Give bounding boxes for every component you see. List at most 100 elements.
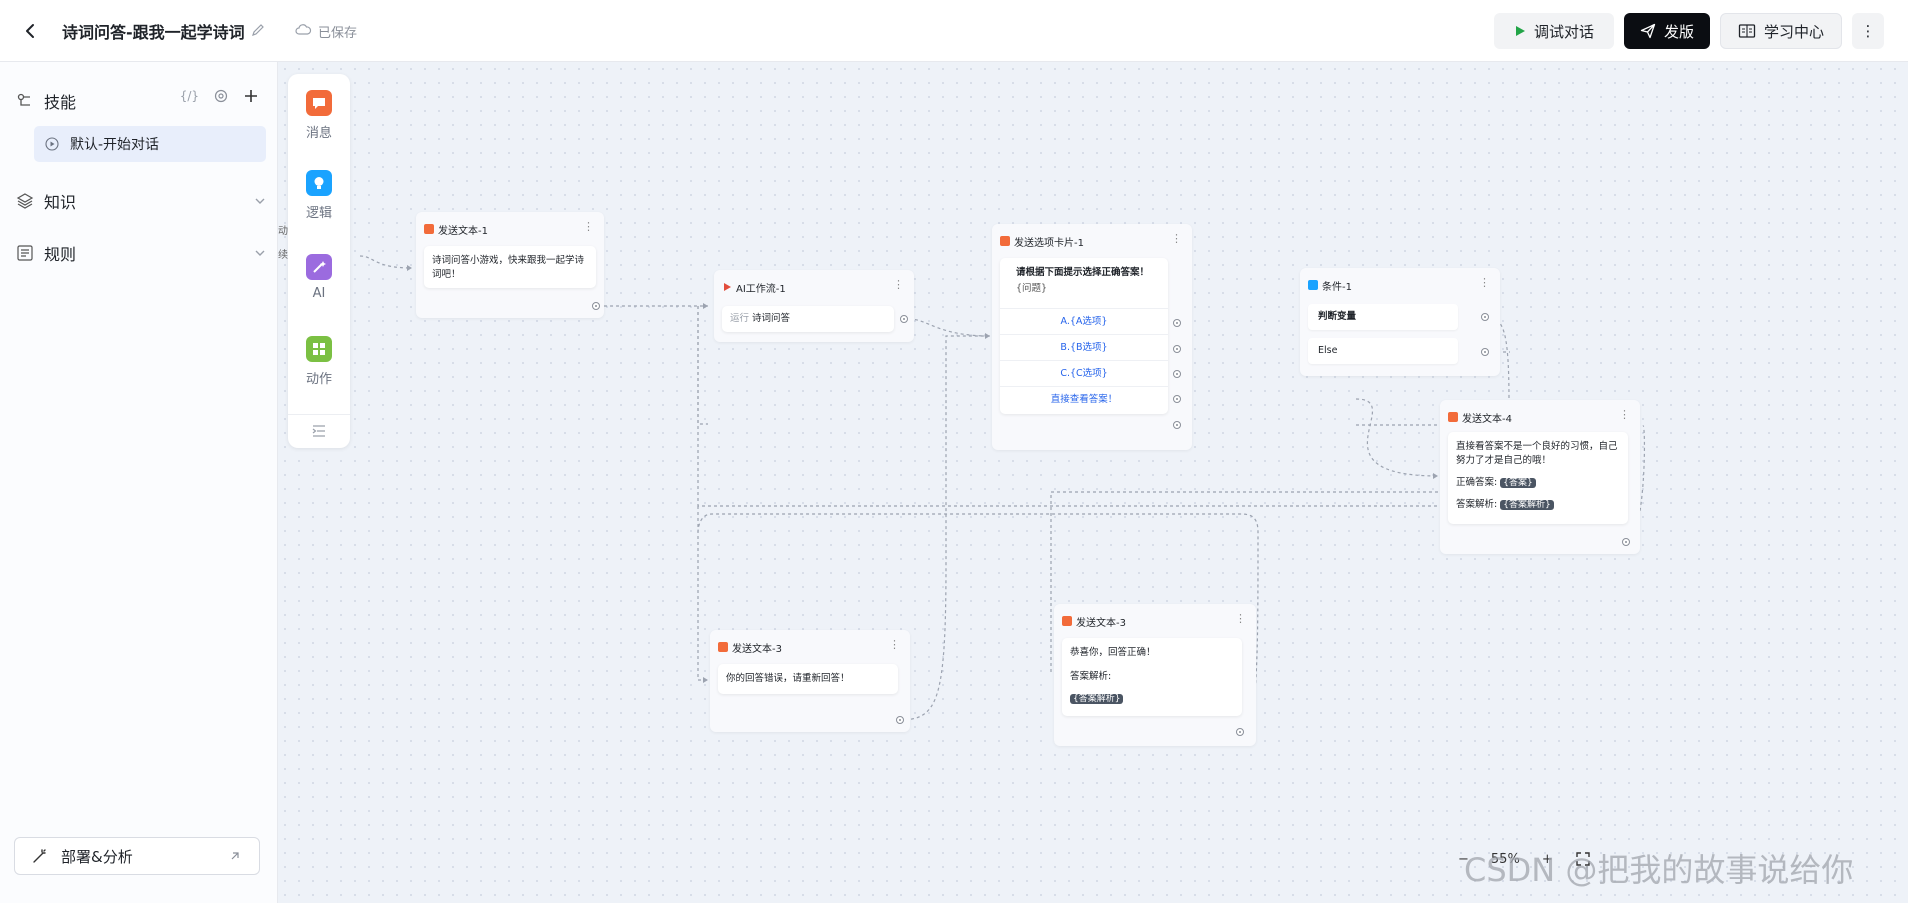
flow-edges	[359, 255, 1646, 733]
publish-button[interactable]: 发版	[1624, 13, 1710, 49]
message-node-icon	[1448, 412, 1458, 422]
node-condition-1[interactable]: 条件-1 ⋮ 判断变量 Else	[1300, 268, 1500, 376]
rules-label: 规则	[44, 245, 77, 264]
node-more-icon[interactable]: ⋮	[1171, 232, 1182, 245]
node-text-content: 诗词问答小游戏，快来跟我一起学诗词吧！	[424, 246, 596, 288]
option-b-port[interactable]	[1173, 345, 1181, 353]
node-header: 条件-1	[1308, 278, 1352, 293]
branch-else-port[interactable]	[1481, 348, 1489, 356]
edit-pencil-icon[interactable]	[250, 22, 266, 38]
zoom-in-button[interactable]: +	[1541, 851, 1553, 867]
node-more-icon[interactable]: ⋮	[889, 638, 900, 651]
rules-section-header[interactable]: 规则	[16, 240, 266, 266]
palette-item-ai[interactable]: AI	[288, 254, 350, 301]
option-c[interactable]: C.{C选项}	[1000, 360, 1168, 387]
edge-cond-true-to-send4	[1484, 316, 1510, 407]
branch-judge-port[interactable]	[1481, 313, 1489, 321]
play-triangle-icon	[724, 283, 731, 291]
output-port[interactable]	[1173, 421, 1181, 429]
edge-start-to-send1	[359, 255, 413, 269]
skill-item-default-start[interactable]: 默认-开始对话	[34, 126, 266, 162]
layers-icon	[16, 193, 34, 209]
node-more-icon[interactable]: ⋮	[1235, 612, 1246, 625]
node-title: 发送文本-4	[1462, 413, 1512, 425]
deploy-analysis-button[interactable]: 部署&分析	[14, 837, 260, 875]
option-a[interactable]: A.{A选项}	[1000, 308, 1168, 335]
plugin-icon[interactable]	[213, 88, 229, 104]
run-value: 诗词问答	[752, 313, 791, 324]
correct-answer-line: 正确答案: {答案}	[1456, 476, 1620, 490]
option-card-body: 请根据下面提示选择正确答案！ {问题} A.{A选项} B.{B选项} C.{C…	[1000, 258, 1168, 414]
add-skill-icon[interactable]	[243, 88, 259, 104]
more-menu-button[interactable]: ⋮	[1852, 13, 1884, 49]
output-port[interactable]	[1236, 728, 1244, 736]
watermark: CSDN @把我的故事说给你	[1464, 851, 1854, 889]
skills-section-header[interactable]: 技能	[16, 88, 76, 114]
lightbulb-icon	[306, 170, 332, 196]
node-header: 发送文本-3	[718, 640, 782, 655]
card-question: {问题}	[1016, 283, 1048, 294]
send4-text: 直接看答案不是一个良好的习惯，自己努力了才是自己的哦！	[1456, 441, 1618, 466]
palette-action-label: 动作	[305, 372, 332, 387]
node-more-icon[interactable]: ⋮	[583, 220, 594, 233]
node-more-icon[interactable]: ⋮	[893, 278, 904, 291]
palette-item-message[interactable]: 消息	[288, 90, 350, 141]
node-send-option-card-1[interactable]: 发送选项卡片-1 ⋮ 请根据下面提示选择正确答案！ {问题} A.{A选项} B…	[992, 224, 1192, 450]
chevron-down-icon[interactable]	[254, 195, 266, 207]
knowledge-section-header[interactable]: 知识	[16, 188, 266, 214]
chevron-down-icon[interactable]	[254, 247, 266, 259]
node-text-content: 直接看答案不是一个良好的习惯，自己努力了才是自己的哦！ 正确答案: {答案} 答…	[1448, 432, 1628, 524]
learning-center-button[interactable]: 学习中心	[1720, 13, 1842, 49]
arrow-up-right-icon	[231, 852, 239, 860]
node-send-text-1[interactable]: 发送文本-1 ⋮ 诗词问答小游戏，快来跟我一起学诗词吧！	[416, 212, 604, 318]
node-title: 发送选项卡片-1	[1014, 237, 1084, 249]
debug-chat-label: 调试对话	[1533, 22, 1594, 41]
start-node-clipped-text: 动	[278, 226, 288, 237]
card-prompt: 请根据下面提示选择正确答案！	[1016, 267, 1150, 278]
palette-divider	[288, 414, 350, 415]
deploy-analysis-label: 部署&分析	[61, 847, 133, 866]
top-bar: 诗词问答-跟我一起学诗词 已保存 调试对话 发版 学习中心 ⋮	[0, 0, 1908, 62]
message-node-icon	[718, 642, 728, 652]
run-label: 运行	[730, 313, 750, 324]
node-ai-workflow-1[interactable]: AI工作流-1 ⋮ 运行 诗词问答	[714, 270, 914, 342]
collapse-panel-icon[interactable]	[312, 425, 326, 437]
palette-logic-label: 逻辑	[305, 206, 332, 221]
output-port[interactable]	[900, 315, 908, 323]
palette-item-action[interactable]: 动作	[288, 336, 350, 387]
output-port[interactable]	[592, 302, 600, 310]
knowledge-label: 知识	[44, 193, 77, 212]
node-send-text-4[interactable]: 发送文本-4 ⋮ 直接看答案不是一个良好的习惯，自己努力了才是自己的哦！ 正确答…	[1440, 400, 1640, 554]
logic-node-icon	[1308, 280, 1318, 290]
option-a-port[interactable]	[1173, 319, 1181, 327]
play-icon	[1515, 26, 1525, 36]
node-header: 发送选项卡片-1	[1000, 234, 1084, 249]
option-b[interactable]: B.{B选项}	[1000, 334, 1168, 361]
analysis-label: 答案解析:	[1456, 499, 1498, 510]
flow-canvas[interactable]: 动 续 消息 逻辑 AI 动作	[278, 62, 1908, 903]
node-send-text-3-wrong[interactable]: 发送文本-3 ⋮ 你的回答错误，请重新回答！	[710, 630, 910, 732]
message-node-icon	[1062, 616, 1072, 626]
zoom-out-button[interactable]: −	[1458, 851, 1469, 867]
node-send-text-3-correct[interactable]: 发送文本-3 ⋮ 恭喜你，回答正确！ 答案解析: {答案解析}	[1054, 604, 1256, 746]
condition-branch-else[interactable]: Else	[1308, 338, 1458, 364]
back-arrow-icon[interactable]	[18, 18, 44, 44]
node-title: 发送文本-3	[732, 643, 782, 655]
analysis-line: 答案解析: {答案解析}	[1456, 498, 1620, 512]
output-port[interactable]	[896, 716, 904, 724]
message-node-icon	[424, 224, 434, 234]
skill-item-label: 默认-开始对话	[70, 137, 160, 153]
analysis-variable-tag: {答案解析}	[1500, 500, 1554, 510]
debug-chat-button[interactable]: 调试对话	[1494, 13, 1614, 49]
output-port[interactable]	[1622, 538, 1630, 546]
condition-branch-judge[interactable]: 判断变量	[1308, 304, 1458, 330]
node-more-icon[interactable]: ⋮	[1619, 408, 1630, 421]
palette-item-logic[interactable]: 逻辑	[288, 170, 350, 221]
publish-label: 发版	[1663, 22, 1694, 41]
option-view-answer[interactable]: 直接查看答案！	[1000, 386, 1168, 413]
node-more-icon[interactable]: ⋮	[1479, 276, 1490, 289]
option-view-answer-port[interactable]	[1173, 395, 1181, 403]
fullscreen-icon[interactable]	[1575, 851, 1591, 867]
option-c-port[interactable]	[1173, 370, 1181, 378]
skill-variable-button[interactable]: {/}	[179, 89, 199, 103]
